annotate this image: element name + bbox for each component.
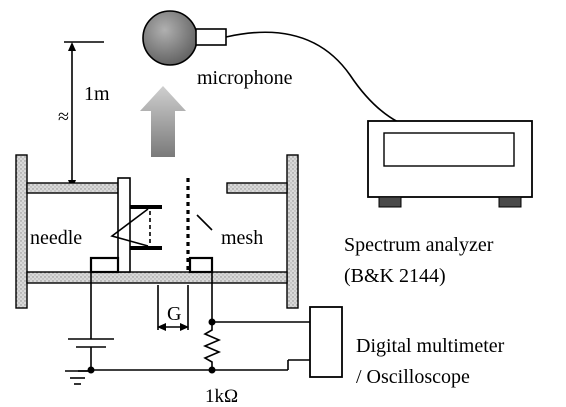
- analyzer-model: (B&K 2144): [344, 265, 446, 287]
- needle-label: needle: [30, 227, 82, 249]
- mesh-label: mesh: [221, 227, 263, 249]
- microphone: microphone: [142, 10, 399, 123]
- microphone-label: microphone: [197, 67, 293, 89]
- break-mark: ≈: [58, 106, 69, 128]
- analyzer-name: Spectrum analyzer: [344, 234, 494, 256]
- distance-label: 1m: [84, 83, 110, 105]
- resistor-label: 1kΩ: [205, 386, 238, 407]
- multimeter-oscilloscope: Digital multimeter / Oscilloscope: [309, 306, 505, 388]
- chamber-left-wall: [15, 154, 28, 309]
- chamber-floor: [26, 271, 288, 284]
- gap-marker: G: [157, 285, 189, 331]
- airflow-arrow: [140, 86, 186, 157]
- chamber: [15, 154, 299, 309]
- meter-label-line2: / Oscilloscope: [356, 366, 470, 388]
- spectrum-analyzer: Spectrum analyzer (B&K 2144): [344, 120, 533, 287]
- needle-electrode: needle: [30, 177, 162, 274]
- gap-label: G: [167, 303, 181, 325]
- circuit: 1kΩ: [65, 265, 310, 407]
- meter-label-line1: Digital multimeter: [356, 335, 505, 357]
- chamber-top-left: [26, 182, 125, 194]
- distance-indicator: 1m ≈: [58, 41, 110, 189]
- chamber-top-right: [226, 182, 288, 194]
- chamber-right-wall: [286, 154, 299, 309]
